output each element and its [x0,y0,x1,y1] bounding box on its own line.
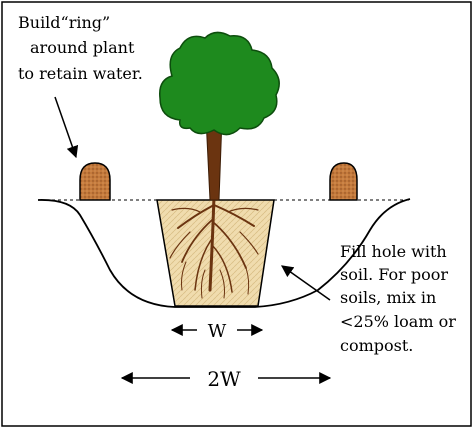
fill-note-line-3: soils, mix in [340,288,436,307]
ring-note-line-3: to retain water. [18,64,143,83]
ring-mound-left [79,162,111,201]
width-label: W [208,321,227,342]
fill-note-line-1: Fill hole with [340,242,447,261]
ring-note-arrow [54,96,79,159]
root-ball [156,199,275,307]
fill-note-arrow [281,265,331,301]
ring-note-line-1: Build“ring” [18,13,110,32]
fill-note: Fill hole with soil. For poor soils, mix… [340,242,461,355]
double-width-label: 2W [207,367,241,391]
fill-note-line-5: compost. [340,336,413,355]
fill-note-line-2: soil. For poor [340,265,448,284]
fill-note-line-4: <25% loam or [340,312,456,331]
ring-note: Build“ring” around plant to retain water… [18,13,143,83]
hole-outline [37,198,411,308]
tree-foliage [159,31,280,136]
roots [169,193,259,299]
ring-note-line-2: around plant [30,38,135,57]
ring-mound-right [329,162,358,201]
